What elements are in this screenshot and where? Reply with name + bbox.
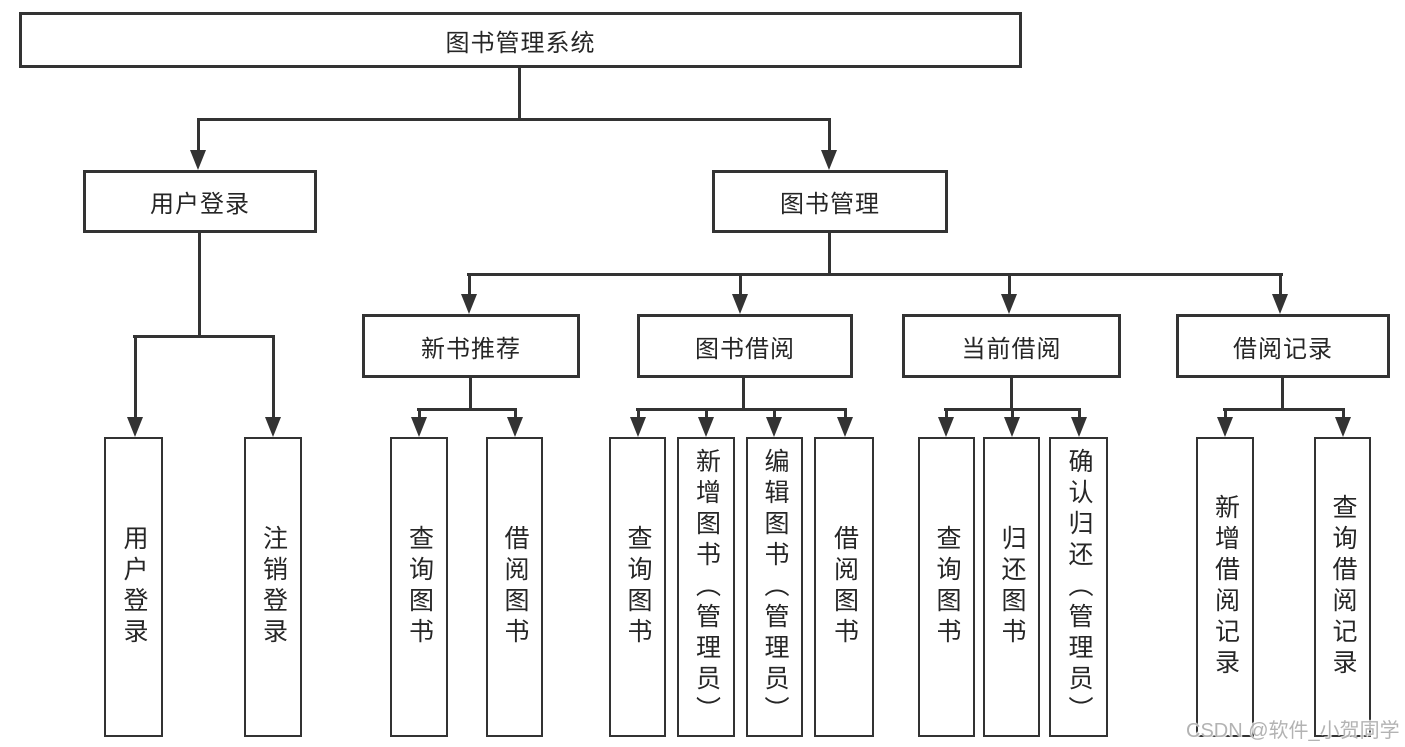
arrow-down-icon — [1217, 408, 1233, 437]
arrow-down-icon — [732, 273, 748, 314]
connector-line — [467, 273, 1283, 276]
leaf-node-edit-books-admin: 编辑图书（管理员） — [746, 437, 803, 737]
arrow-down-icon — [1001, 273, 1017, 314]
arrow-down-icon — [938, 408, 954, 437]
arrow-down-icon — [630, 408, 646, 437]
connector-line — [469, 378, 472, 410]
root-node-library-management-system: 图书管理系统 — [19, 12, 1022, 68]
arrow-down-icon — [1004, 408, 1020, 437]
connector-line — [198, 233, 201, 337]
level3-node-borrowing-records: 借阅记录 — [1176, 314, 1390, 378]
arrow-down-icon — [837, 408, 853, 437]
connector-line — [742, 378, 745, 410]
leaf-node-logout: 注销登录 — [244, 437, 302, 737]
level2-node-book-management: 图书管理 — [712, 170, 948, 233]
leaf-node-borrow-books: 借阅图书 — [814, 437, 874, 737]
level2-node-user-login: 用户登录 — [83, 170, 317, 233]
csdn-watermark: CSDN @软件_小贺同学 — [1186, 720, 1400, 742]
connector-line — [133, 335, 275, 338]
connector-line — [1010, 378, 1013, 410]
arrow-down-icon — [507, 408, 523, 437]
leaf-node-query-books: 查询图书 — [390, 437, 448, 737]
leaf-node-borrow-books: 借阅图书 — [486, 437, 543, 737]
connector-line — [417, 408, 517, 411]
leaf-node-query-books: 查询图书 — [918, 437, 975, 737]
leaf-node-confirm-return-admin: 确认归还（管理员） — [1049, 437, 1108, 737]
arrow-down-icon — [766, 408, 782, 437]
connector-line — [1223, 408, 1345, 411]
arrow-down-icon — [821, 118, 837, 170]
leaf-node-add-books-admin: 新增图书（管理员） — [677, 437, 735, 737]
arrow-down-icon — [1272, 273, 1288, 314]
connector-line — [518, 68, 521, 120]
connector-line — [828, 233, 831, 275]
level3-node-current-borrowing: 当前借阅 — [902, 314, 1121, 378]
leaf-node-return-books: 归还图书 — [983, 437, 1040, 737]
connector-line — [636, 408, 847, 411]
arrow-down-icon — [1335, 408, 1351, 437]
leaf-node-add-borrow-record: 新增借阅记录 — [1196, 437, 1254, 737]
leaf-node-query-books: 查询图书 — [609, 437, 666, 737]
arrow-down-icon — [1071, 408, 1087, 437]
leaf-node-query-borrow-record: 查询借阅记录 — [1314, 437, 1371, 737]
connector-line — [197, 118, 831, 121]
leaf-node-user-login: 用户登录 — [104, 437, 163, 737]
arrow-down-icon — [698, 408, 714, 437]
arrow-down-icon — [127, 335, 143, 437]
level3-node-new-book-recommendation: 新书推荐 — [362, 314, 580, 378]
level3-node-book-borrowing: 图书借阅 — [637, 314, 853, 378]
arrow-down-icon — [461, 273, 477, 314]
arrow-down-icon — [265, 335, 281, 437]
arrow-down-icon — [190, 118, 206, 170]
arrow-down-icon — [411, 408, 427, 437]
connector-line — [1281, 378, 1284, 410]
